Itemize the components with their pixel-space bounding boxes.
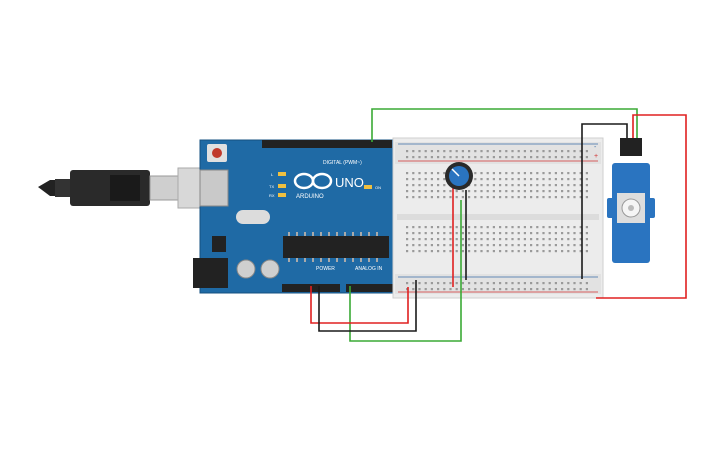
wire-green-servo xyxy=(371,108,638,142)
capacitor-icon xyxy=(260,259,280,279)
led-rx xyxy=(278,193,286,197)
led-on xyxy=(364,185,372,189)
label-analog: ANALOG IN xyxy=(355,266,383,272)
arduino-board[interactable]: ARDUINO UNO L TX RX ON DIGITAL (PWM~) PO… xyxy=(193,139,403,294)
usb-cable[interactable] xyxy=(38,167,209,209)
wire-green-a0 xyxy=(349,200,462,342)
led-l xyxy=(278,172,286,176)
label-tx: TX xyxy=(269,184,274,189)
power-jack xyxy=(193,258,228,288)
capacitor-icon xyxy=(236,259,256,279)
label-digital: DIGITAL (PWM~) xyxy=(323,160,362,166)
label-l: L xyxy=(271,172,274,177)
led-tx xyxy=(278,184,286,188)
wire-black-servo xyxy=(581,123,628,279)
microcontroller-chip xyxy=(283,236,389,258)
label-on: ON xyxy=(375,185,381,190)
rail-minus-label: - xyxy=(594,144,597,151)
crystal xyxy=(236,210,270,224)
analog-header[interactable] xyxy=(346,284,394,292)
breadboard-holes xyxy=(406,150,588,291)
wire-red-servo xyxy=(596,114,687,299)
label-rx: RX xyxy=(269,193,275,198)
breadboard[interactable]: + - xyxy=(392,137,604,299)
digital-header[interactable] xyxy=(262,140,392,148)
wire-black-gnd xyxy=(318,280,417,332)
wires xyxy=(310,108,687,342)
wire-red-5v xyxy=(310,286,409,324)
micro-servo[interactable] xyxy=(607,138,655,263)
label-power: POWER xyxy=(316,266,335,272)
potentiometer[interactable] xyxy=(445,162,473,190)
regulator xyxy=(212,236,226,252)
arduino-logo-icon xyxy=(293,172,333,190)
rail-plus-label: + xyxy=(594,153,598,160)
usb-port xyxy=(199,169,229,207)
board-model: UNO xyxy=(335,175,364,190)
board-brand: ARDUINO xyxy=(296,194,324,200)
